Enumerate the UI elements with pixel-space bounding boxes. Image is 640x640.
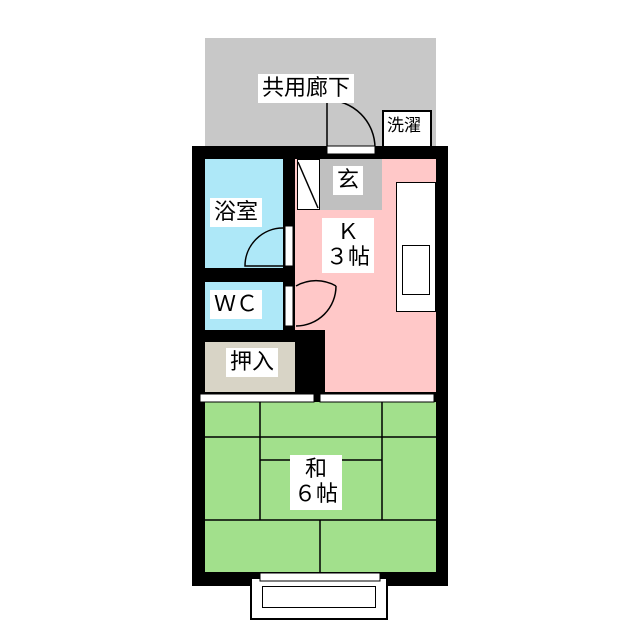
entrance-door-frame <box>326 145 376 155</box>
closet-label: 押入 <box>226 348 279 378</box>
laundry-label: 洗濯 <box>385 116 423 137</box>
japanese-room-label: 和 ６帖 <box>290 455 343 510</box>
wc-label: ＷＣ <box>210 290 263 320</box>
sliding-door-right <box>319 393 435 403</box>
kitchen-notch <box>295 330 325 392</box>
balcony-inner <box>262 586 376 608</box>
balcony <box>250 577 388 620</box>
bath-door-arc <box>244 227 284 267</box>
shoe-box-diagonal <box>297 161 319 209</box>
bath-label: 浴室 <box>210 198 263 228</box>
wc-door-arc <box>295 279 337 327</box>
window-bottom <box>259 572 381 582</box>
entrance-label: 玄 <box>333 166 364 196</box>
bath-door-frame <box>284 225 294 267</box>
sliding-door-left <box>199 393 315 403</box>
wc-door-frame <box>284 285 294 327</box>
corridor-label: 共用廊下 <box>258 74 355 104</box>
kitchen-label: Ｋ ３帖 <box>322 218 375 273</box>
entrance-door-arc <box>326 99 376 149</box>
sink <box>402 245 430 295</box>
